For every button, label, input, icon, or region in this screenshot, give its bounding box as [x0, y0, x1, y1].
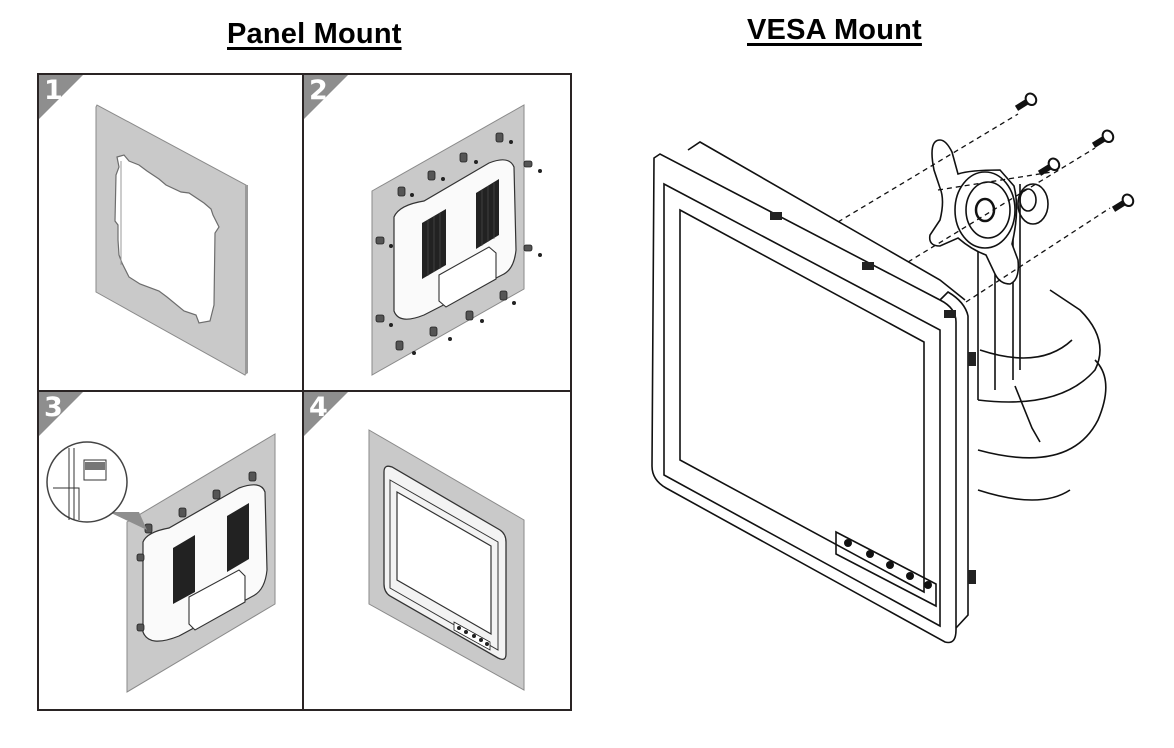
screw-guide-lines [837, 113, 1111, 303]
step-number: 4 [309, 392, 328, 423]
step-number-tab [39, 75, 83, 119]
screw-icon [1014, 92, 1038, 111]
step-4-panel: 4 [304, 392, 570, 709]
step-number-tab [304, 75, 348, 119]
step-number-tab [39, 392, 83, 436]
panel-mount-title: Panel Mount [227, 18, 402, 50]
vesa-mount-title: VESA Mount [747, 14, 922, 46]
stand-base [977, 289, 1101, 403]
display-side [939, 290, 969, 629]
step-number: 3 [44, 392, 63, 423]
screw-icons [1014, 92, 1135, 212]
display-clips [770, 212, 976, 584]
step-3-panel: 3 [39, 392, 304, 709]
vesa-plate [928, 139, 1020, 285]
vesa-mount-illustration [651, 92, 1135, 644]
step-2-panel: 2 [304, 75, 570, 392]
clamp-install-illustration [371, 104, 542, 376]
stand-column [977, 184, 1021, 400]
step-number: 2 [309, 75, 328, 106]
control-keypad [835, 530, 937, 608]
panel-cutout-illustration [95, 104, 248, 376]
screw-icon [1091, 129, 1115, 148]
panel-mount-steps-grid: 1 [37, 73, 572, 711]
step-number-tab [304, 392, 348, 436]
keypad-buttons [844, 539, 932, 589]
clamp-tighten-illustration [46, 433, 276, 693]
step-number: 1 [44, 75, 63, 106]
step-1-panel: 1 [39, 75, 304, 392]
display-bezel [651, 153, 957, 644]
screw-icon [1037, 157, 1061, 176]
screw-icon [1111, 193, 1135, 212]
pivot-knob [1017, 183, 1049, 225]
display-screen [679, 208, 925, 594]
mounted-display-illustration [368, 429, 525, 691]
